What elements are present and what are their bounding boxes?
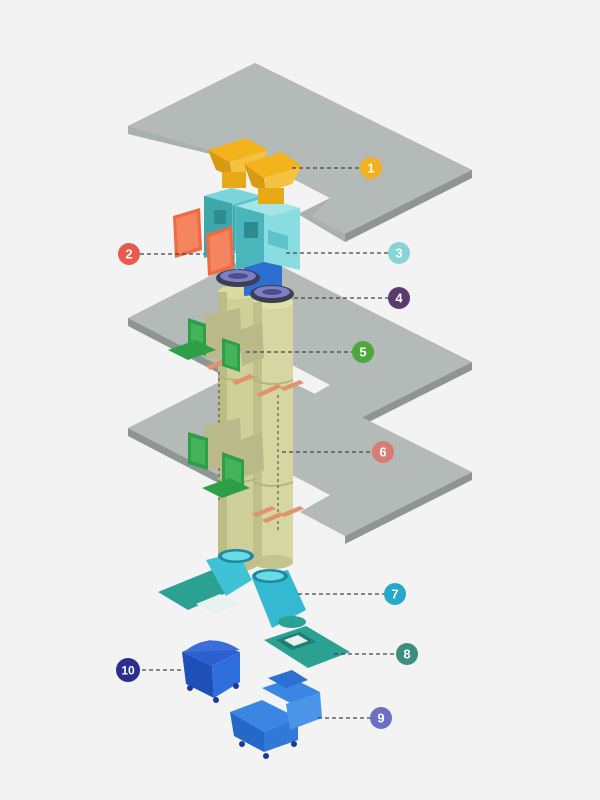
callout-marker <box>396 643 418 665</box>
intake-hopper-upper <box>168 308 264 372</box>
callout-number: 7 <box>391 587 398 602</box>
damper-rings <box>216 269 294 303</box>
callout-marker <box>384 583 406 605</box>
callout-number: 4 <box>395 291 403 306</box>
callout-marker <box>360 157 382 179</box>
callout-9: 9 <box>370 707 392 729</box>
base-plate <box>264 626 350 668</box>
vent-cabinets <box>204 188 300 270</box>
compactor <box>230 670 322 759</box>
slab-top <box>128 63 472 242</box>
access-doors <box>173 208 234 276</box>
callout-5: 5 <box>352 341 374 363</box>
callout-number: 5 <box>359 345 366 360</box>
callout-10: 10 <box>116 658 140 682</box>
callout-number: 1 <box>367 161 374 176</box>
callout-marker <box>116 658 140 682</box>
callout-number: 2 <box>125 247 132 262</box>
callout-3: 3 <box>388 242 410 264</box>
callout-8: 8 <box>396 643 418 665</box>
callout-marker <box>388 287 410 309</box>
leader-lines <box>140 167 396 719</box>
callout-number: 10 <box>121 664 135 678</box>
outlet-elbow-left <box>158 549 254 614</box>
callout-marker <box>370 707 392 729</box>
callout-7: 7 <box>384 583 406 605</box>
waste-bin <box>182 640 240 703</box>
intake-hopper-lower <box>188 418 264 498</box>
callout-number: 6 <box>379 445 386 460</box>
callout-marker <box>118 243 140 265</box>
alignment-lines <box>218 372 279 530</box>
callout-marker <box>388 242 410 264</box>
callout-1: 1 <box>360 157 382 179</box>
callout-4: 4 <box>388 287 410 309</box>
callout-number: 3 <box>395 246 402 261</box>
callout-marker <box>352 341 374 363</box>
callout-2: 2 <box>118 243 140 265</box>
roof-caps <box>208 138 302 204</box>
callout-marker <box>372 441 394 463</box>
callout-number: 8 <box>403 647 410 662</box>
callout-number: 9 <box>377 711 384 726</box>
outlet-elbow-right <box>252 569 306 628</box>
callout-6: 6 <box>372 441 394 463</box>
